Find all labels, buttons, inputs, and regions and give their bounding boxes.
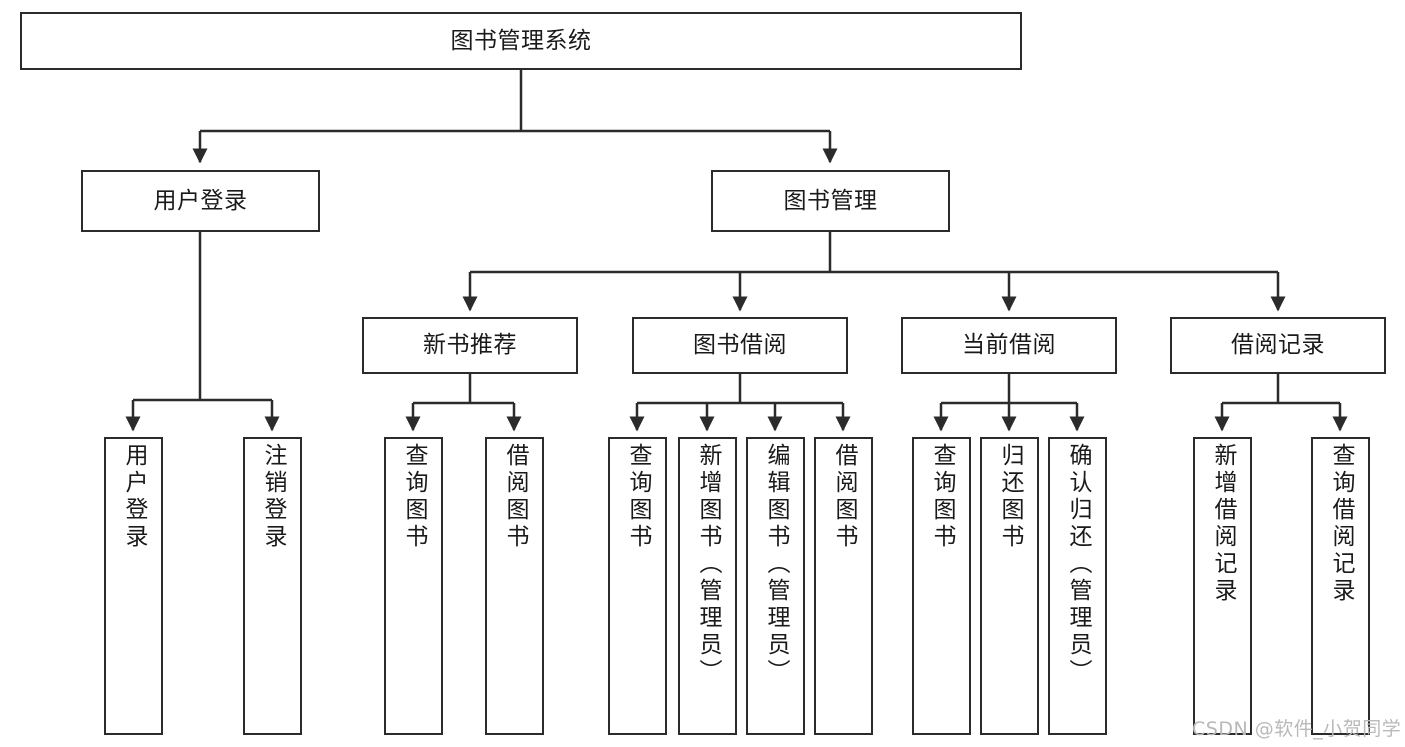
leaf-borrow-borrow-book[interactable]: 借阅图书 (814, 437, 873, 735)
node-label: 图书管理 (783, 187, 878, 214)
node-book-management[interactable]: 图书管理 (711, 170, 950, 232)
node-user-login[interactable]: 用户登录 (81, 170, 320, 232)
leaf-user-login-signout[interactable]: 注销登录 (243, 437, 302, 735)
leaf-borrow-query-book[interactable]: 查询图书 (608, 437, 667, 735)
leaf-new-book-borrow[interactable]: 借阅图书 (485, 437, 544, 735)
node-label: 新增借阅记录 (1210, 443, 1236, 605)
node-label: 查询图书 (929, 443, 955, 551)
leaf-records-query-record[interactable]: 查询借阅记录 (1311, 437, 1370, 735)
node-label: 编辑图书（管理员） (763, 443, 789, 686)
leaf-new-book-query[interactable]: 查询图书 (384, 437, 443, 735)
node-label: 确认归还（管理员） (1065, 443, 1091, 686)
leaf-current-return-book[interactable]: 归还图书 (980, 437, 1039, 735)
node-label: 新增图书（管理员） (695, 443, 721, 686)
node-label: 注销登录 (260, 443, 286, 551)
node-root-system[interactable]: 图书管理系统 (20, 12, 1022, 70)
leaf-borrow-add-book-admin[interactable]: 新增图书（管理员） (678, 437, 737, 735)
node-label: 图书借阅 (693, 332, 787, 359)
node-current-borrow[interactable]: 当前借阅 (901, 317, 1117, 374)
node-label: 图书管理系统 (450, 27, 592, 54)
node-label: 查询图书 (401, 443, 427, 551)
leaf-current-query-book[interactable]: 查询图书 (912, 437, 971, 735)
leaf-borrow-edit-book-admin[interactable]: 编辑图书（管理员） (746, 437, 805, 735)
node-new-book-recommend[interactable]: 新书推荐 (362, 317, 578, 374)
leaf-records-add-record[interactable]: 新增借阅记录 (1193, 437, 1252, 735)
node-label: 查询借阅记录 (1328, 443, 1354, 605)
node-label: 用户登录 (121, 443, 147, 551)
node-label: 当前借阅 (962, 332, 1056, 359)
node-label: 借阅图书 (831, 443, 857, 551)
leaf-user-login-signin[interactable]: 用户登录 (104, 437, 163, 735)
node-label: 归还图书 (997, 443, 1023, 551)
node-label: 用户登录 (153, 187, 248, 214)
node-label: 新书推荐 (423, 332, 517, 359)
node-book-borrow[interactable]: 图书借阅 (632, 317, 848, 374)
node-borrow-records[interactable]: 借阅记录 (1170, 317, 1386, 374)
node-label: 借阅图书 (502, 443, 528, 551)
leaf-current-confirm-return-admin[interactable]: 确认归还（管理员） (1048, 437, 1107, 735)
node-label: 查询图书 (625, 443, 651, 551)
node-label: 借阅记录 (1231, 332, 1325, 359)
